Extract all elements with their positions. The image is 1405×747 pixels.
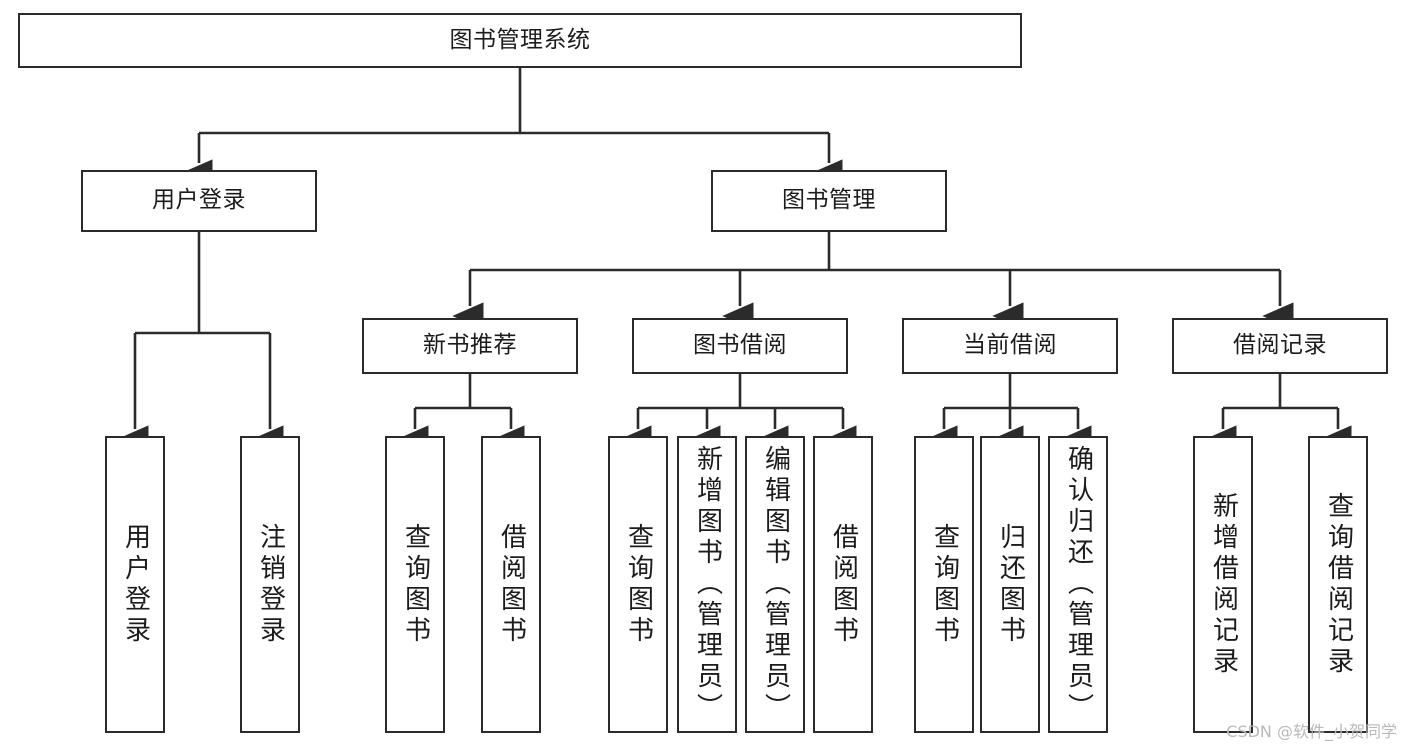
node-book-management[interactable]: 图书管理 bbox=[711, 170, 947, 232]
leaf-query-book-recommendation[interactable]: 查询图书 bbox=[385, 436, 445, 733]
leaf-query-book-current[interactable]: 查询图书 bbox=[914, 436, 974, 733]
node-label: 查询借阅记录 bbox=[1323, 491, 1354, 678]
leaf-confirm-return-admin[interactable]: 确认归还（管理员） bbox=[1048, 436, 1108, 733]
node-current-borrow[interactable]: 当前借阅 bbox=[902, 318, 1118, 374]
node-label: 查询图书 bbox=[400, 522, 431, 647]
node-label: 编辑图书（管理员） bbox=[760, 445, 791, 724]
node-borrow-record[interactable]: 借阅记录 bbox=[1172, 318, 1388, 374]
node-label: 借阅图书 bbox=[496, 522, 527, 647]
node-label: 图书借阅 bbox=[693, 332, 787, 359]
node-label: 用户登录 bbox=[152, 187, 246, 214]
leaf-borrow-book-recommendation[interactable]: 借阅图书 bbox=[481, 436, 541, 733]
csdn-watermark: CSDN @软件_小贺同学 bbox=[1226, 722, 1397, 741]
node-label: 用户登录 bbox=[120, 522, 151, 647]
node-new-book-recommendation[interactable]: 新书推荐 bbox=[362, 318, 578, 374]
leaf-query-book-borrow[interactable]: 查询图书 bbox=[608, 436, 668, 733]
node-root-book-management-system[interactable]: 图书管理系统 bbox=[18, 13, 1022, 68]
node-label: 确认归还（管理员） bbox=[1063, 445, 1094, 724]
leaf-logout-login[interactable]: 注销登录 bbox=[240, 436, 300, 733]
node-label: 图书管理系统 bbox=[449, 26, 591, 53]
node-label: 图书管理 bbox=[782, 187, 876, 214]
leaf-add-book-admin[interactable]: 新增图书（管理员） bbox=[677, 436, 737, 733]
node-label: 新增图书（管理员） bbox=[692, 445, 723, 724]
leaf-borrow-book[interactable]: 借阅图书 bbox=[813, 436, 873, 733]
node-label: 借阅图书 bbox=[828, 522, 859, 647]
node-label: 借阅记录 bbox=[1233, 332, 1327, 359]
leaf-add-borrow-record[interactable]: 新增借阅记录 bbox=[1193, 436, 1253, 733]
leaf-edit-book-admin[interactable]: 编辑图书（管理员） bbox=[745, 436, 805, 733]
node-label: 当前借阅 bbox=[963, 332, 1057, 359]
node-label: 新增借阅记录 bbox=[1208, 491, 1239, 678]
leaf-user-login[interactable]: 用户登录 bbox=[105, 436, 165, 733]
node-label: 查询图书 bbox=[623, 522, 654, 647]
node-book-borrow[interactable]: 图书借阅 bbox=[632, 318, 848, 374]
leaf-return-book[interactable]: 归还图书 bbox=[980, 436, 1040, 733]
node-label: 注销登录 bbox=[255, 522, 286, 647]
node-user-login[interactable]: 用户登录 bbox=[81, 170, 317, 232]
leaf-query-borrow-record[interactable]: 查询借阅记录 bbox=[1308, 436, 1368, 733]
node-label: 新书推荐 bbox=[423, 332, 517, 359]
node-label: 归还图书 bbox=[995, 522, 1026, 647]
node-label: 查询图书 bbox=[929, 522, 960, 647]
